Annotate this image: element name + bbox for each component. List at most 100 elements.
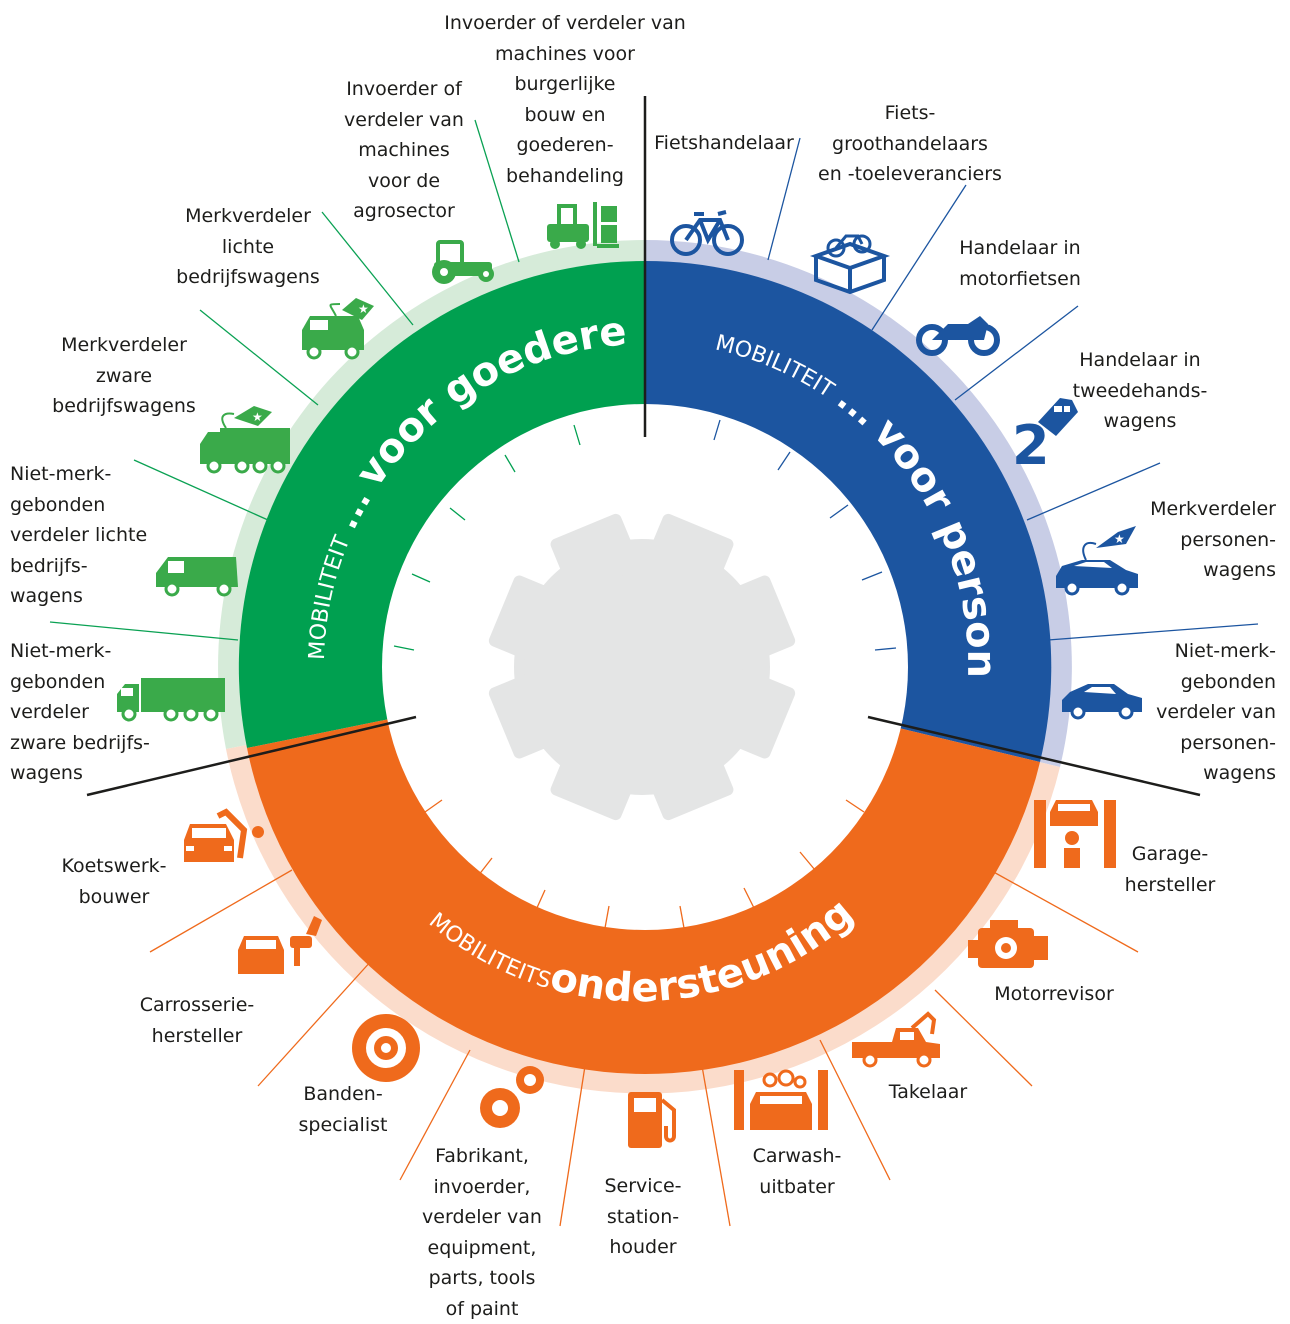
label-line: Handelaar in — [959, 233, 1081, 264]
label-line: Niet-merk- — [10, 636, 150, 667]
label-line: burgerlijke — [444, 69, 686, 100]
label-line: Garage- — [1125, 839, 1216, 870]
svg-text:★: ★ — [358, 302, 369, 316]
tyre-icon — [352, 1014, 420, 1082]
label-line: Niet-merk- — [1156, 636, 1276, 667]
label-line: of paint — [422, 1294, 542, 1324]
label-line: verdeler lichte — [10, 520, 147, 551]
label-line: personen- — [1150, 525, 1276, 556]
label-takelaar: Takelaar — [889, 1077, 968, 1108]
label-line: equipment, — [422, 1233, 542, 1264]
leader-line — [872, 185, 966, 330]
label-line: agrosector — [344, 196, 464, 227]
label-line: wagens — [1073, 406, 1208, 437]
label-line: verdeler van — [1156, 697, 1276, 728]
label-line: zware bedrijfs- — [10, 728, 150, 759]
label-line: gebonden — [10, 667, 150, 698]
label-line: hersteller — [140, 1021, 255, 1052]
label-line: Merkverdeler — [176, 201, 320, 232]
van-icon — [156, 557, 238, 595]
label-line: bedrijfswagens — [52, 391, 196, 422]
label-line: uitbater — [753, 1172, 842, 1203]
label-line: motorfietsen — [959, 264, 1081, 295]
tractor-icon — [432, 242, 494, 284]
label-line: station- — [604, 1202, 681, 1233]
label-line: wagens — [1150, 555, 1276, 586]
fuel-pump-icon — [628, 1092, 674, 1148]
label-line: machines voor — [444, 39, 686, 70]
forklift-icon — [547, 202, 619, 249]
motorcycle-icon — [919, 316, 997, 353]
leader-line — [560, 1066, 585, 1226]
label-line: Takelaar — [889, 1077, 968, 1108]
label-line: houder — [604, 1232, 681, 1263]
label-line: Carwash- — [753, 1141, 842, 1172]
label-line: bedrijfs- — [10, 551, 147, 582]
label-line: specialist — [299, 1110, 388, 1141]
label-line: invoerder, — [422, 1172, 542, 1203]
label-line: en -toeleveranciers — [818, 159, 1002, 190]
label-line: bouwer — [61, 882, 166, 913]
label-line: verdeler van — [422, 1202, 542, 1233]
label-line: Fiets- — [818, 98, 1002, 129]
label-line: zware — [52, 361, 196, 392]
label-line: behandeling — [444, 161, 686, 192]
car-icon — [1062, 684, 1142, 718]
label-garage: Garage-hersteller — [1125, 839, 1216, 900]
label-line: Invoerder of verdeler van — [444, 8, 686, 39]
tagged-car-icon: ★ — [1056, 526, 1138, 594]
label-line: Fietshandelaar — [654, 128, 794, 159]
label-line: goederen- — [444, 130, 686, 161]
label-line: lichte — [176, 232, 320, 263]
label-line: gebonden — [10, 490, 147, 521]
label-line: wagens — [10, 581, 147, 612]
label-line: personen- — [1156, 728, 1276, 759]
leader-line — [258, 960, 372, 1086]
label-line: Merkverdeler — [52, 330, 196, 361]
label-line: Carrosserie- — [140, 990, 255, 1021]
label-line: groothandelaars — [818, 129, 1002, 160]
label-line: Banden- — [299, 1079, 388, 1110]
label-line: tweedehands- — [1073, 376, 1208, 407]
label-line: verdeler — [10, 697, 150, 728]
label-line: Motorrevisor — [994, 979, 1114, 1010]
label-line: parts, tools — [422, 1263, 542, 1294]
label-motorrevisor: Motorrevisor — [994, 979, 1114, 1010]
label-line: Fabrikant, — [422, 1141, 542, 1172]
leader-line — [200, 310, 318, 405]
label-line: gebonden — [1156, 667, 1276, 698]
gears-icon — [480, 1066, 544, 1128]
label-line: Koetswerk- — [61, 851, 166, 882]
label-fiets: Fietshandelaar — [654, 128, 794, 159]
label-line: wagens — [10, 758, 150, 789]
tagged-truck-icon: ★ — [200, 406, 290, 472]
leader-line — [955, 306, 1078, 400]
label-line: Merkverdeler — [1150, 494, 1276, 525]
second-hand-car-key-icon: 2 — [1012, 398, 1078, 477]
label-line: bouw en — [444, 100, 686, 131]
svg-text:★: ★ — [1114, 532, 1125, 546]
label-carwash: Carwash-uitbater — [753, 1141, 842, 1202]
label-line: Service- — [604, 1171, 681, 1202]
svg-text:★: ★ — [252, 410, 263, 424]
label-carrosserie: Carrosserie-hersteller — [140, 990, 255, 1051]
label-line: bedrijfswagens — [176, 262, 320, 293]
label-line: Handelaar in — [1073, 345, 1208, 376]
label-service: Service-station-houder — [604, 1171, 681, 1263]
label-line: wagens — [1156, 758, 1276, 789]
label-line: hersteller — [1125, 870, 1216, 901]
label-banden: Banden-specialist — [299, 1079, 388, 1140]
